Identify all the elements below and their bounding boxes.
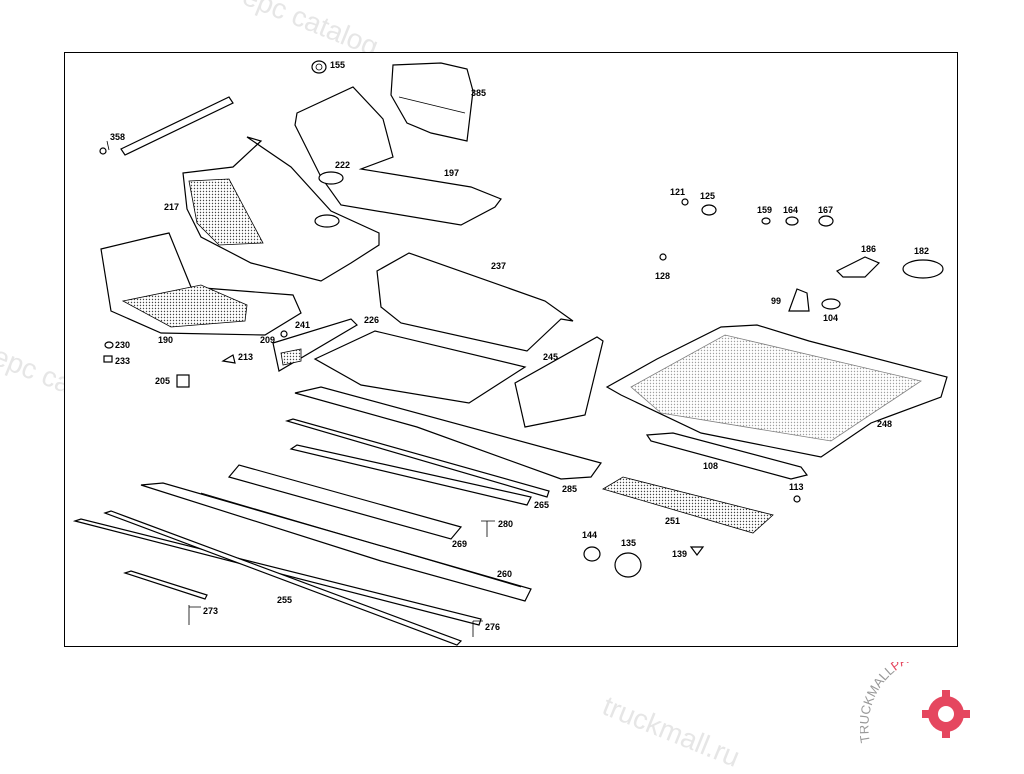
part-125-grommet [701,204,717,216]
part-167-plug [818,215,834,227]
part-217-tunnel-cover [182,136,380,282]
callout-217: 217 [164,202,179,212]
callout-190: 190 [158,335,173,345]
callout-273: 273 [203,606,218,616]
part-385-panel [390,62,474,142]
callout-128: 128 [655,271,670,281]
callout-125: 125 [700,191,715,201]
part-226-floor-mat [313,330,527,404]
callout-222: 222 [335,160,350,170]
callout-182: 182 [914,246,929,256]
callout-205: 205 [155,376,170,386]
callout-276: 276 [485,622,500,632]
callout-209: 209 [260,335,275,345]
callout-108: 108 [703,461,718,471]
part-237-tunnel-lining [376,252,574,352]
callout-197: 197 [444,168,459,178]
part-248-trunk-mat [605,324,948,458]
callout-358: 358 [110,132,125,142]
part-108-rail [645,432,809,480]
callout-159: 159 [757,205,772,215]
part-230-clip [104,341,114,349]
part-121-clip [681,198,689,206]
part-190-floor-mat [100,232,302,336]
part-251-mat [602,476,774,534]
part-113-clip [793,495,801,503]
part-144-grommet [583,546,601,562]
part-233-clip [103,355,113,363]
callout-213: 213 [238,352,253,362]
callout-99: 99 [771,296,781,306]
callout-113: 113 [789,482,804,492]
diagram-frame: 155 385 358 222 197 217 121 125 159 164 … [64,52,958,647]
part-164-plug [785,216,799,226]
part-182-seal [902,259,944,279]
callout-245: 245 [543,352,558,362]
logo-text: TRUCKMALLPARTS [860,662,934,744]
callout-230: 230 [115,340,130,350]
part-255-strip [72,510,482,646]
callout-385: 385 [471,88,486,98]
part-128-screw [659,253,667,261]
part-186-seal [835,256,881,278]
part-213-clip [221,354,236,364]
part-269-trim [227,464,463,540]
part-197-floor-mat [294,86,502,226]
callout-269: 269 [452,539,467,549]
callout-260: 260 [497,569,512,579]
part-209-clip [280,330,288,338]
callout-121: 121 [670,187,685,197]
callout-144: 144 [582,530,597,540]
callout-226: 226 [364,315,379,325]
part-104-cap [821,298,841,310]
part-205-plug [176,374,190,388]
gear-icon [922,690,970,738]
callout-104: 104 [823,313,838,323]
callout-280: 280 [498,519,513,529]
callout-155: 155 [330,60,345,70]
leader-lines [106,140,495,637]
parts-diagram: 155 385 358 222 197 217 121 125 159 164 … [72,60,948,646]
callout-251: 251 [665,516,680,526]
part-159-plug [761,217,771,225]
callout-164: 164 [783,205,798,215]
callout-167: 167 [818,205,833,215]
truckmall-parts-logo: TRUCKMALLPARTS [860,662,970,744]
callout-265: 265 [534,500,549,510]
part-139-clip [689,546,705,556]
callout-237: 237 [491,261,506,271]
callout-135: 135 [621,538,636,548]
callout-285: 285 [562,484,577,494]
part-241-panel [272,318,358,372]
part-99-stopper [788,288,810,312]
part-245-side-panel [514,336,604,428]
part-265-sill [284,418,550,506]
callout-139: 139 [672,549,687,559]
callout-248: 248 [877,419,892,429]
part-135-cover [614,552,642,578]
callout-255: 255 [277,595,292,605]
callout-186: 186 [861,244,876,254]
watermark-bottom: truckmall.ru [598,690,745,773]
callout-233: 233 [115,356,130,366]
callout-241: 241 [295,320,310,330]
part-358-strip [99,96,234,156]
part-260-sill [140,482,532,602]
part-285-trim [294,386,602,480]
part-155-grommet [311,60,327,74]
